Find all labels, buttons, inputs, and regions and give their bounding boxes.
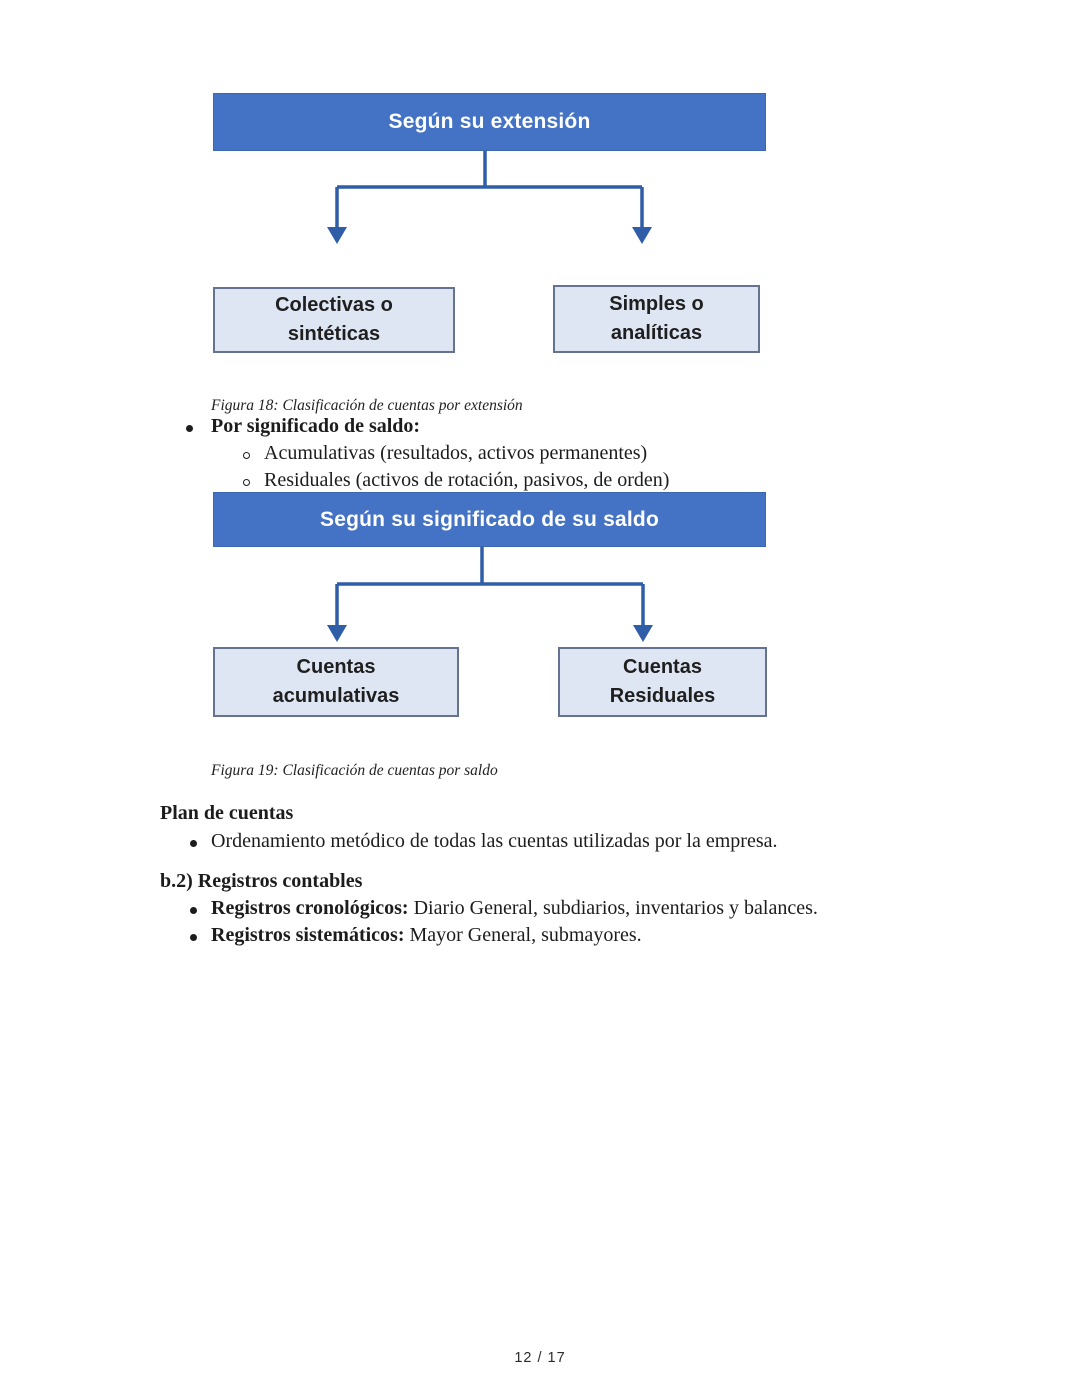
saldo-list-item: Acumulativas (resultados, activos perman… [264,442,648,464]
registros-item-rest: Mayor General, submayores. [404,924,642,946]
saldo-list-item: Residuales (activos de rotación, pasivos… [264,469,670,491]
figura18-left-node: Colectivas o sintéticas [213,287,455,353]
registros-contables-heading: b.2) Registros contables [160,870,363,892]
registros-item: Registros cronológicos: Diario General, … [211,897,818,920]
figura19-connector-arrows [327,547,653,642]
bullet-icon [190,934,197,941]
plan-de-cuentas-item: Ordenamiento metódico de todas las cuent… [211,830,778,852]
bullet-icon [190,840,197,847]
figura18-root-label: Según su extensión [388,110,591,133]
circle-bullet-icon [243,479,250,486]
figura19-root-box: Según su significado de su saldo [213,492,766,547]
figura18-caption: Figura 18: Clasificación de cuentas por … [211,397,523,414]
figura18-left-label: Colectivas o sintéticas [275,294,393,345]
plan-de-cuentas-heading: Plan de cuentas [160,802,294,824]
page-number: 12 / 17 [514,1350,566,1366]
figura18-right-label: Simples o analíticas [609,293,704,344]
registros-item-lead: Registros sistemáticos: [211,924,405,946]
registros-item-rest: Diario General, subdiarios, inventarios … [408,897,818,919]
figura19-root-label: Según su significado de su saldo [320,507,659,531]
bullet-icon [186,425,193,432]
registros-item-lead: Registros cronológicos: [211,897,409,919]
figura19-left-node: Cuentas acumulativas [213,647,459,717]
circle-bullet-icon [243,452,250,459]
registros-item: Registros sistemáticos: Mayor General, s… [211,924,642,947]
figura19-right-node: Cuentas Residuales [558,647,767,717]
figura18-right-node: Simples o analíticas [553,285,760,353]
figura19-caption: Figura 19: Clasificación de cuentas por … [211,762,498,779]
figura18-connector-arrows [327,151,652,244]
figura19-left-label: Cuentas acumulativas [272,656,400,707]
bullet-icon [190,907,197,914]
saldo-list-heading: Por significado de saldo: [211,415,421,437]
figura18-root-box: Según su extensión [213,93,766,151]
figura19-right-label: Cuentas Residuales [609,656,716,707]
